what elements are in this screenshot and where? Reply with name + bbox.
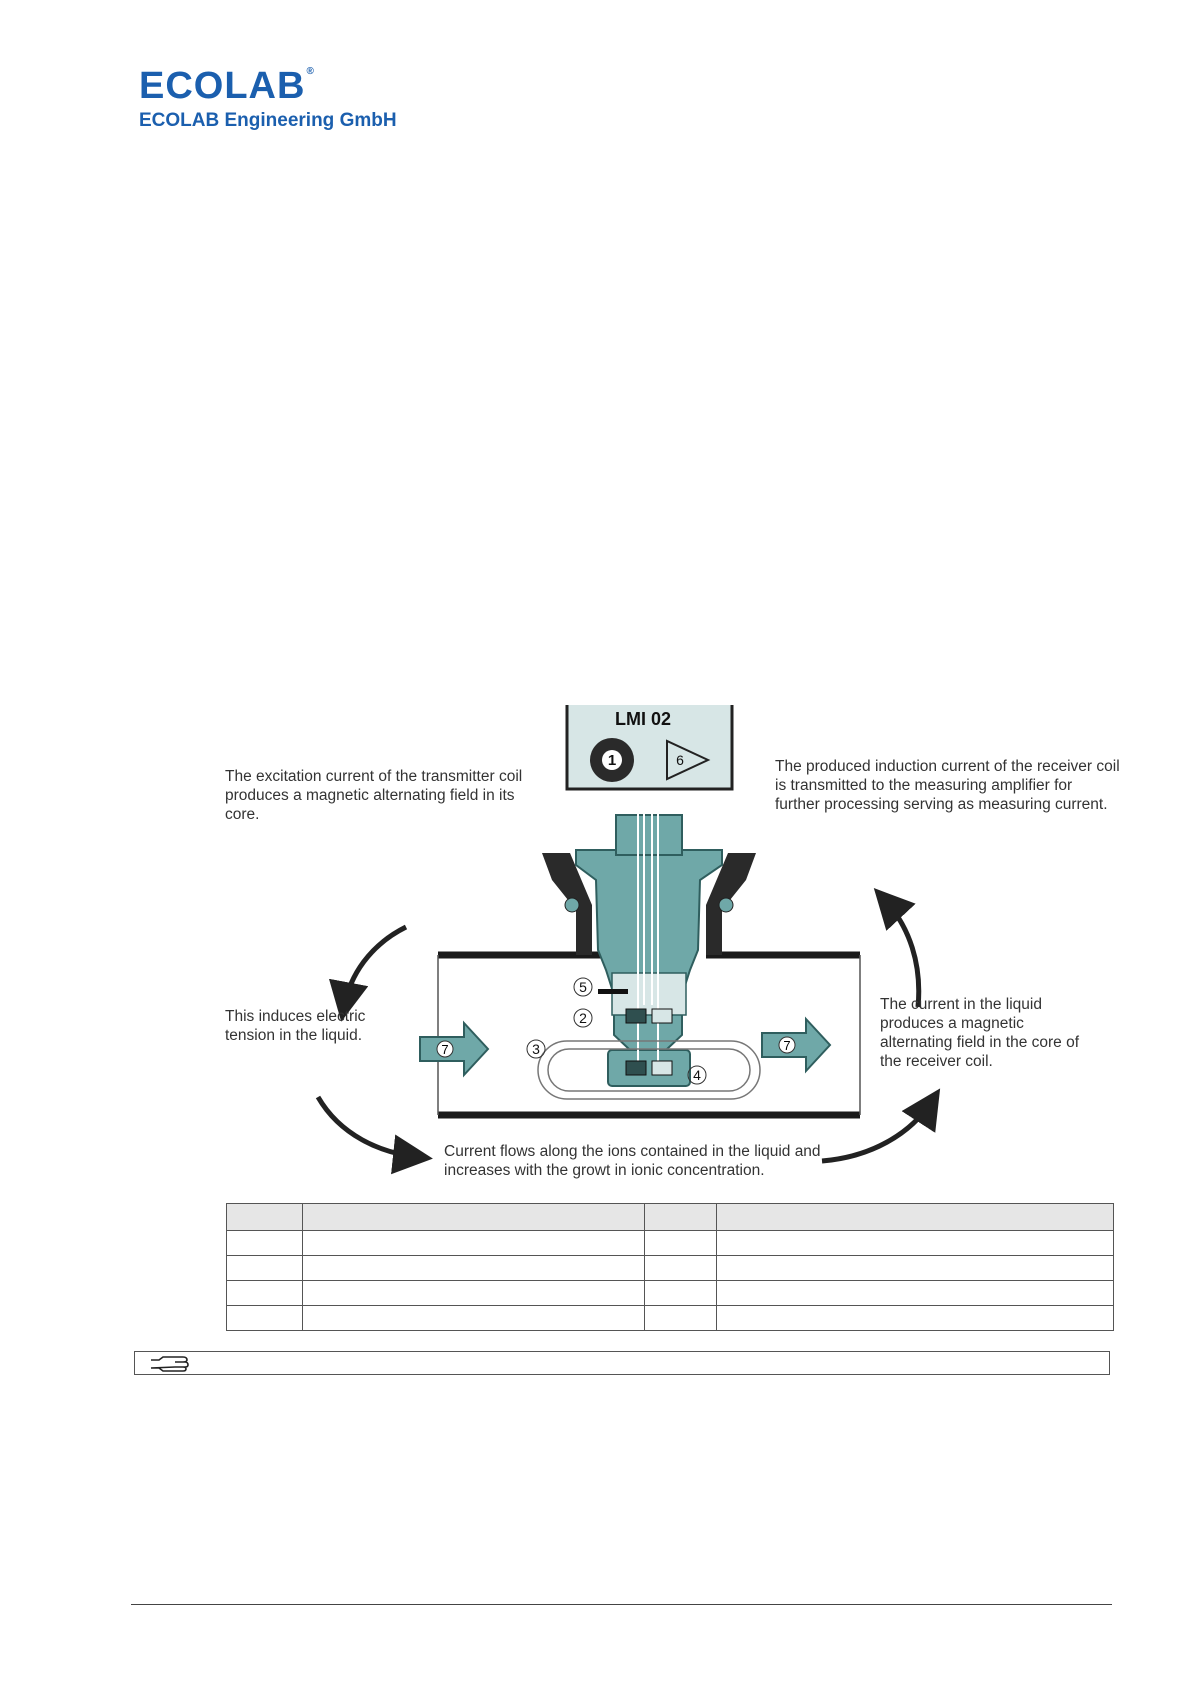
- curved-arrow-top-right: [873, 888, 922, 1008]
- table-cell: [644, 1203, 717, 1231]
- flow-arrow-right: 7: [761, 1016, 832, 1074]
- table-cell: [716, 1230, 1114, 1256]
- annotation-receiver: The produced induction current of the re…: [775, 758, 1120, 813]
- receiver-coil: [625, 1060, 647, 1076]
- annotation-induces: This induces electric tension in the liq…: [225, 1008, 366, 1044]
- table-cell: [716, 1203, 1114, 1231]
- sensor-diagram: LMI 02 1 6 5 2 3 4 7 7: [315, 705, 941, 1175]
- logo-wordmark: ECOLAB®: [139, 65, 315, 107]
- table-cell: [302, 1280, 645, 1306]
- table-header-row: [226, 1203, 1114, 1231]
- part-number-7-left: 7: [441, 1042, 448, 1057]
- company-logo: ECOLAB® ECOLAB Engineering GmbH: [139, 66, 397, 132]
- flow-arrow-left: 7: [419, 1020, 490, 1078]
- parts-legend-table: [226, 1203, 1114, 1331]
- table-cell: [644, 1230, 717, 1256]
- table-row: [226, 1255, 1114, 1281]
- footer-rule: [131, 1604, 1112, 1605]
- table-cell: [302, 1230, 645, 1256]
- table-cell: [226, 1255, 303, 1281]
- pointing-hand-icon: [149, 1354, 193, 1379]
- part-number-1: 1: [608, 752, 616, 769]
- table-cell: [716, 1255, 1114, 1281]
- table-cell: [226, 1203, 303, 1231]
- current-loop: [537, 1040, 761, 1100]
- annotation-transmitter: The excitation current of the transmitte…: [225, 768, 523, 823]
- part-number-4: 4: [693, 1067, 701, 1083]
- part-number-6: 6: [676, 752, 684, 768]
- transmitter-coil: [625, 1008, 647, 1024]
- table-row: [226, 1280, 1114, 1306]
- part-number-2: 2: [579, 1010, 587, 1026]
- table-cell: [302, 1203, 645, 1231]
- table-cell: [226, 1305, 303, 1331]
- curved-arrow-top-left: [328, 924, 408, 1022]
- coil-right-lower: [651, 1060, 673, 1076]
- table-cell: [226, 1280, 303, 1306]
- measuring-principle-figure: LMI 02 1 6 5 2 3 4 7 7: [220, 705, 1120, 1179]
- part-number-3: 3: [532, 1041, 540, 1057]
- table-cell: [716, 1280, 1114, 1306]
- table-cell: [644, 1255, 717, 1281]
- curved-arrow-bottom-right: [821, 1088, 941, 1164]
- table-cell: [226, 1230, 303, 1256]
- part-number-5: 5: [579, 979, 587, 995]
- registered-mark-icon: ®: [306, 66, 315, 77]
- table-row: [226, 1230, 1114, 1256]
- note-box: [134, 1351, 1110, 1375]
- company-name: ECOLAB Engineering GmbH: [139, 110, 397, 131]
- coil-right-upper: [651, 1008, 673, 1024]
- annotation-ions: Current flows along the ions contained i…: [444, 1143, 821, 1179]
- table-row: [226, 1305, 1114, 1331]
- flange: [542, 853, 756, 955]
- table-cell: [644, 1305, 717, 1331]
- table-cell: [644, 1280, 717, 1306]
- device-label: LMI 02: [615, 709, 671, 729]
- table-cell: [302, 1255, 645, 1281]
- part-number-7-right: 7: [783, 1038, 790, 1053]
- lmi02-controller: [565, 705, 734, 791]
- table-cell: [302, 1305, 645, 1331]
- table-cell: [716, 1305, 1114, 1331]
- curved-arrow-bottom-left: [315, 1095, 433, 1175]
- seal-marker: [598, 989, 628, 994]
- annotation-current-liquid: The current in the liquid produces a mag…: [880, 996, 1080, 1070]
